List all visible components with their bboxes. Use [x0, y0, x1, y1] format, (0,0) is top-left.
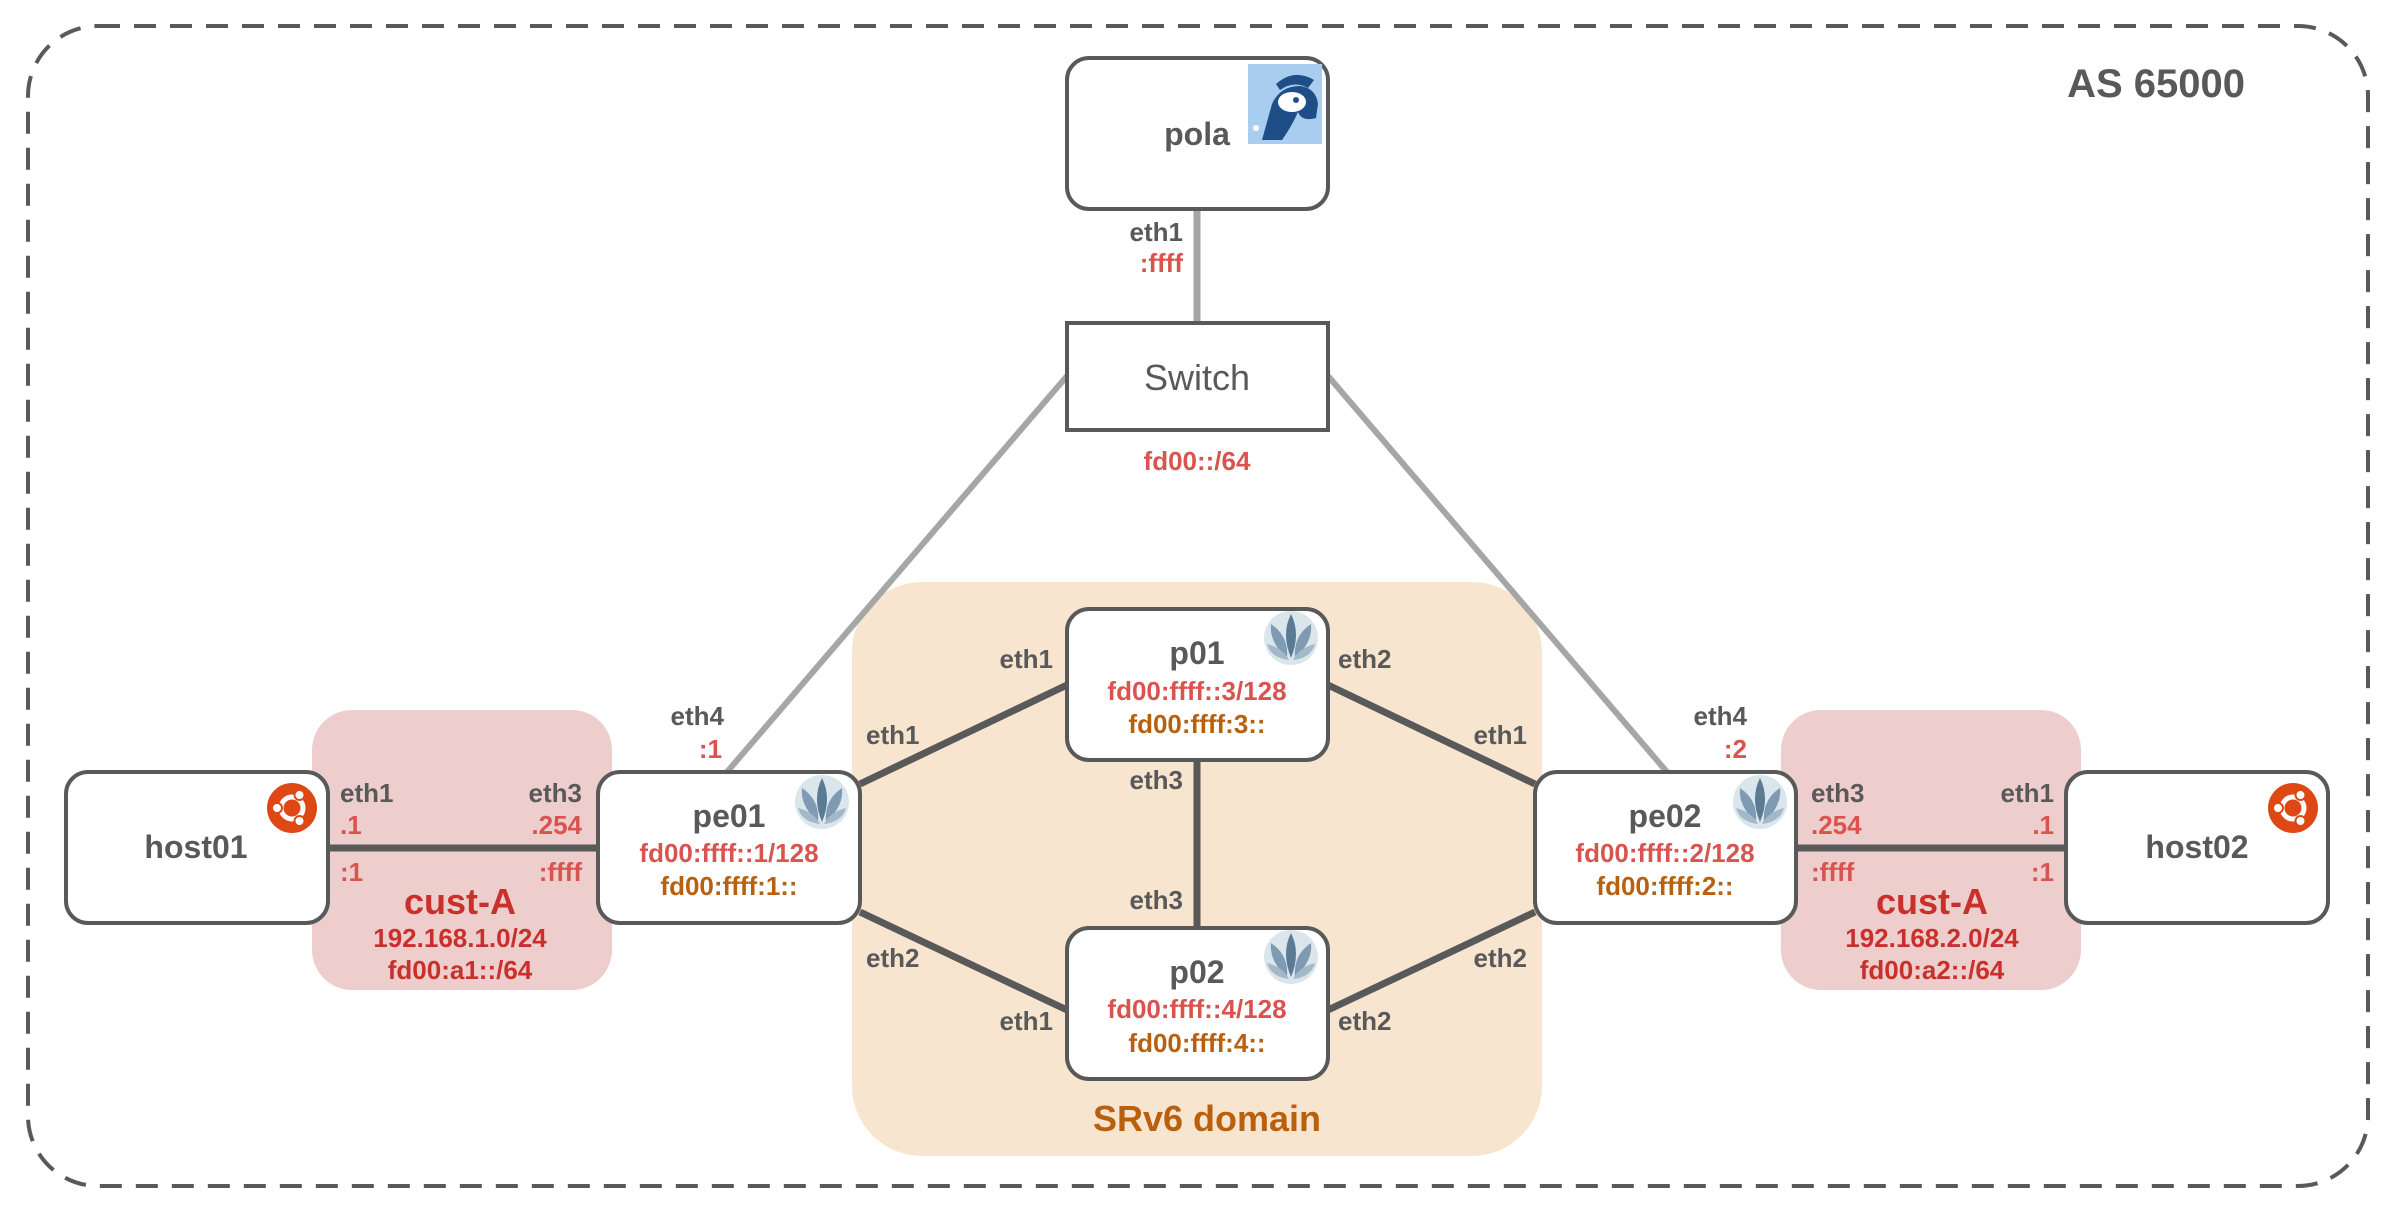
link-pe01-p02 [858, 908, 1069, 1014]
pe02-eth3-label: eth3 [1811, 778, 1864, 808]
pe01-eth2-label: eth2 [866, 943, 919, 973]
host02-eth1-label: eth1 [2001, 778, 2054, 808]
pe02-eth4-label: eth4 [1694, 701, 1748, 731]
as-label: AS 65000 [2067, 62, 2245, 106]
p02-eth2-label: eth2 [1338, 1006, 1391, 1036]
ubuntu-icon [267, 783, 317, 833]
node-pe02-loopback: fd00:ffff::2/128 [1575, 838, 1754, 868]
cust-a-right-ipv6: fd00:a2::/64 [1860, 955, 2005, 985]
pe02-eth4-addr: :2 [1724, 734, 1747, 764]
link-p02-pe02 [1326, 908, 1537, 1014]
p02-eth3-label: eth3 [1130, 885, 1183, 915]
router-icon [1264, 611, 1318, 665]
pe02-eth2-label: eth2 [1474, 943, 1527, 973]
as-boundary [26, 24, 2370, 1188]
pe02-eth3-ipv4: .254 [1811, 810, 1862, 840]
link-switch-pe01 [724, 374, 1070, 774]
node-p02-loopback: fd00:ffff::4/128 [1107, 994, 1286, 1024]
node-host01-name: host01 [144, 829, 247, 865]
cust-a-right-ipv4: 192.168.2.0/24 [1845, 923, 2019, 953]
pola-bear-icon [1248, 64, 1322, 144]
link-p01-pe02 [1326, 681, 1537, 788]
node-pe01-name: pe01 [693, 798, 766, 834]
node-p01-sid: fd00:ffff:3:: [1128, 709, 1265, 739]
pe01-eth4-addr: :1 [699, 734, 722, 764]
node-pe01[interactable]: pe01 fd00:ffff::1/128 fd00:ffff:1:: [596, 770, 862, 925]
p01-eth1-label: eth1 [1000, 644, 1053, 674]
host01-eth1-ipv6: :1 [340, 857, 363, 887]
router-icon [795, 775, 849, 829]
node-pe01-sid: fd00:ffff:1:: [660, 871, 797, 901]
ubuntu-icon [2268, 783, 2318, 833]
node-host02[interactable]: host02 [2064, 770, 2330, 925]
switch-subnet: fd00::/64 [1144, 446, 1251, 476]
node-p02-sid: fd00:ffff:4:: [1128, 1028, 1265, 1058]
pe02-eth3-ipv6: :ffff [1811, 857, 1855, 887]
p02-eth1-label: eth1 [1000, 1006, 1053, 1036]
pola-eth1-label: eth1 [1130, 217, 1183, 247]
node-p01-name: p01 [1169, 635, 1224, 671]
pe02-eth1-label: eth1 [1474, 720, 1527, 750]
cust-a-left-name: cust-A [404, 881, 516, 922]
pe01-eth3-ipv4: .254 [531, 810, 582, 840]
pe01-eth1-label: eth1 [866, 720, 919, 750]
host02-eth1-ipv4: .1 [2032, 810, 2054, 840]
node-p02[interactable]: p02 fd00:ffff::4/128 fd00:ffff:4:: [1065, 926, 1330, 1081]
srv6-domain-label: SRv6 domain [1093, 1098, 1321, 1139]
node-pe01-loopback: fd00:ffff::1/128 [639, 838, 818, 868]
cust-a-left-ipv6: fd00:a1::/64 [388, 955, 533, 985]
node-p02-name: p02 [1169, 954, 1224, 990]
node-host02-name: host02 [2145, 829, 2248, 865]
node-pe02-sid: fd00:ffff:2:: [1596, 871, 1733, 901]
link-pe01-p01 [858, 681, 1069, 788]
host01-eth1-label: eth1 [340, 778, 393, 808]
router-icon [1733, 775, 1787, 829]
node-switch[interactable]: Switch [1065, 321, 1330, 432]
host01-eth1-ipv4: .1 [340, 810, 362, 840]
host02-eth1-ipv6: :1 [2031, 857, 2054, 887]
pe01-eth3-ipv6: :ffff [539, 857, 583, 887]
node-host01[interactable]: host01 [64, 770, 330, 925]
p01-eth3-label: eth3 [1130, 765, 1183, 795]
pe01-eth3-label: eth3 [529, 778, 582, 808]
node-p01-loopback: fd00:ffff::3/128 [1107, 676, 1286, 706]
cust-a-left-ipv4: 192.168.1.0/24 [373, 923, 547, 953]
p01-eth2-label: eth2 [1338, 644, 1391, 674]
node-pola[interactable]: pola [1065, 56, 1330, 211]
node-pola-name: pola [1164, 116, 1230, 152]
node-pe02-name: pe02 [1629, 798, 1702, 834]
pola-eth1-addr: :ffff [1140, 248, 1184, 278]
node-pe02[interactable]: pe02 fd00:ffff::2/128 fd00:ffff:2:: [1533, 770, 1798, 925]
node-p01[interactable]: p01 fd00:ffff::3/128 fd00:ffff:3:: [1065, 607, 1330, 762]
pe01-eth4-label: eth4 [671, 701, 725, 731]
router-icon [1264, 930, 1318, 984]
node-switch-name: Switch [1144, 357, 1250, 398]
link-switch-pe02 [1325, 374, 1670, 774]
cust-a-right-name: cust-A [1876, 881, 1988, 922]
